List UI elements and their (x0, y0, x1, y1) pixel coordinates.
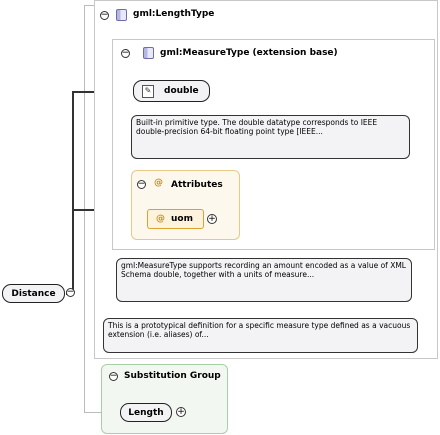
length-label: Length (128, 407, 164, 418)
length-type-title: gml:LengthType (133, 9, 215, 19)
collapse-icon[interactable]: − (137, 179, 146, 189)
connector-line (72, 91, 74, 294)
substitution-group-title: Substitution Group (124, 371, 221, 381)
measure-type-title: gml:MeasureType (extension base) (160, 48, 338, 58)
double-doc-note: Built-in primitive type. The double data… (131, 115, 410, 159)
connector-line (84, 5, 94, 6)
complex-type-icon (116, 9, 127, 21)
length-element-node[interactable]: Length (120, 403, 172, 422)
complex-type-icon (143, 47, 154, 59)
substitution-group-panel (101, 364, 228, 434)
distance-label: Distance (11, 288, 56, 299)
simple-type-icon: ✎ (142, 84, 154, 98)
collapse-icon[interactable]: − (100, 10, 109, 20)
attribute-icon: @ (156, 214, 165, 224)
measure-doc-note: gml:MeasureType supports recording an am… (116, 258, 412, 302)
attribute-icon: @ (154, 178, 163, 188)
uom-attribute-node[interactable]: @ uom (147, 209, 204, 229)
double-label: double (164, 86, 199, 96)
expand-icon[interactable]: + (176, 406, 186, 417)
collapse-icon[interactable]: − (121, 48, 130, 58)
length-doc-note: This is a prototypical definition for a … (103, 318, 418, 353)
double-type-node[interactable]: ✎ double (133, 80, 210, 102)
collapse-icon[interactable]: − (109, 371, 118, 381)
attributes-title: Attributes (171, 180, 223, 190)
collapse-icon[interactable]: − (66, 287, 75, 297)
uom-label: uom (171, 214, 193, 224)
distance-element-node[interactable]: Distance (2, 284, 65, 303)
expand-icon[interactable]: + (207, 213, 217, 224)
